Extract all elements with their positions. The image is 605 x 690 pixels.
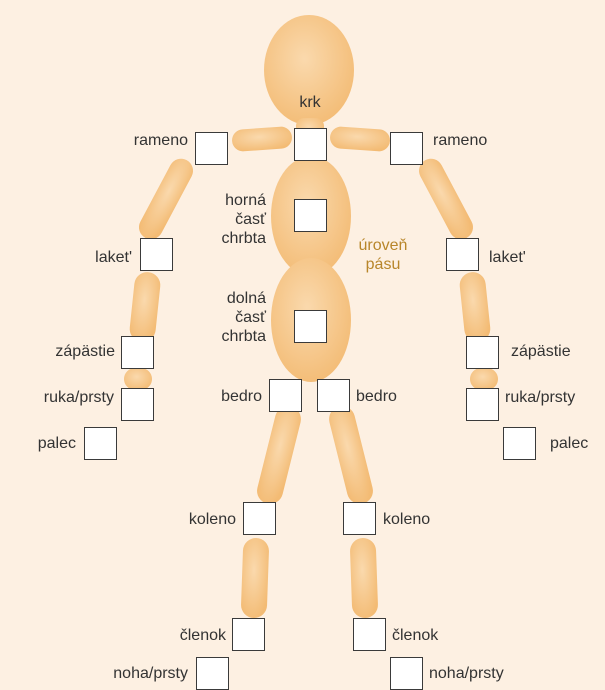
label-lower-back: dolná časť chrbta <box>221 290 266 345</box>
label-hand-left: ruka/prsty <box>43 389 114 406</box>
label-ankle-right: členok <box>392 627 439 644</box>
label-knee-right: koleno <box>383 511 431 528</box>
forearm-right <box>459 272 491 342</box>
label-knee-left: koleno <box>188 511 236 528</box>
checkbox-shoulder-left[interactable] <box>195 132 228 165</box>
checkbox-lower-back[interactable] <box>294 310 327 343</box>
shoulder-arm-left <box>138 158 194 240</box>
checkbox-knee-right[interactable] <box>343 502 376 535</box>
checkbox-hip-right[interactable] <box>317 379 350 412</box>
label-wrist-left: zápästie <box>55 343 115 360</box>
label-elbow-right: laket' <box>489 249 526 266</box>
label-foot-left: noha/prsty <box>113 665 188 682</box>
checkbox-hand-left[interactable] <box>121 388 154 421</box>
checkbox-ankle-left[interactable] <box>232 618 265 651</box>
label-shoulder-right: rameno <box>433 132 488 149</box>
head-shape <box>264 15 354 125</box>
checkbox-hip-left[interactable] <box>269 379 302 412</box>
hand-right <box>470 368 498 390</box>
checkbox-upper-back[interactable] <box>294 199 327 232</box>
label-ankle-left: členok <box>179 627 226 644</box>
checkbox-thumb-left[interactable] <box>84 427 117 460</box>
label-upper-back: horná časť chrbta <box>221 192 266 247</box>
shoulder-arm-right <box>418 158 474 240</box>
label-hip-left: bedro <box>221 388 262 405</box>
checkbox-hand-right[interactable] <box>466 388 499 421</box>
thigh-right <box>329 406 373 504</box>
hand-left <box>124 368 152 390</box>
label-thumb-left: palec <box>37 435 76 452</box>
label-shoulder-left: rameno <box>133 132 188 149</box>
checkbox-wrist-left[interactable] <box>121 336 154 369</box>
label-hand-right: ruka/prsty <box>505 389 576 406</box>
checkbox-neck[interactable] <box>294 128 327 161</box>
label-neck: krk <box>299 94 321 111</box>
thigh-left <box>257 406 301 504</box>
checkbox-wrist-right[interactable] <box>466 336 499 369</box>
checkbox-thumb-right[interactable] <box>503 427 536 460</box>
checkbox-ankle-right[interactable] <box>353 618 386 651</box>
label-wrist-right: zápästie <box>511 343 571 360</box>
checkbox-elbow-right[interactable] <box>446 238 479 271</box>
label-elbow-left: laket' <box>95 249 132 266</box>
checkbox-shoulder-right[interactable] <box>390 132 423 165</box>
shin-left <box>241 538 269 618</box>
label-waist: úroveň pásu <box>358 237 408 273</box>
checkbox-foot-left[interactable] <box>196 657 229 690</box>
label-thumb-right: palec <box>550 435 589 452</box>
forearm-left <box>129 272 161 342</box>
label-foot-right: noha/prsty <box>429 665 504 682</box>
upper-arm-left <box>232 126 292 152</box>
label-hip-right: bedro <box>356 388 397 405</box>
checkbox-elbow-left[interactable] <box>140 238 173 271</box>
shin-right <box>350 538 378 618</box>
checkbox-knee-left[interactable] <box>243 502 276 535</box>
checkbox-foot-right[interactable] <box>390 657 423 690</box>
upper-arm-right <box>330 126 390 152</box>
